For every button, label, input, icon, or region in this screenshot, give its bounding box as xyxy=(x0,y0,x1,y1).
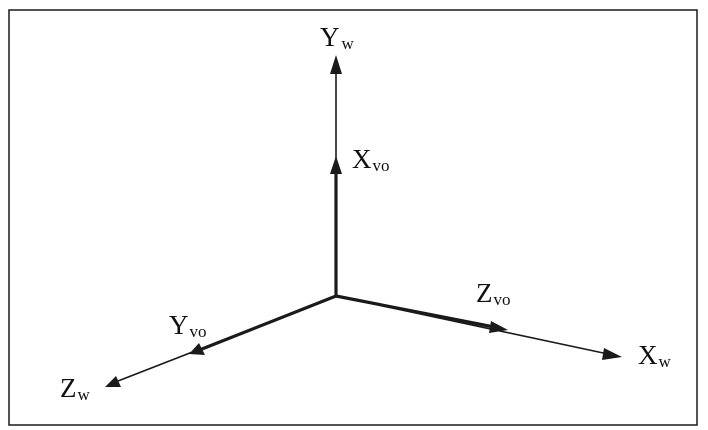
world-z-axis-arrowhead xyxy=(105,376,121,387)
vo-z-axis-arrowhead xyxy=(489,321,508,333)
label-z-world: Zw xyxy=(60,373,91,404)
label-z-vo: Zvo xyxy=(476,278,511,309)
diagram-border xyxy=(8,9,698,426)
vo-y-axis xyxy=(201,294,337,351)
vo-x-axis-arrowhead xyxy=(330,156,342,174)
label-x-world: Xw xyxy=(638,340,672,371)
vo-y-axis-arrowhead xyxy=(189,343,205,355)
vo-z-axis xyxy=(335,294,495,329)
label-y-vo: Yvo xyxy=(169,310,207,341)
label-x-vo: Xvo xyxy=(352,144,390,175)
world-y-axis-arrowhead xyxy=(330,55,342,74)
world-x-axis-arrowhead xyxy=(602,348,622,360)
